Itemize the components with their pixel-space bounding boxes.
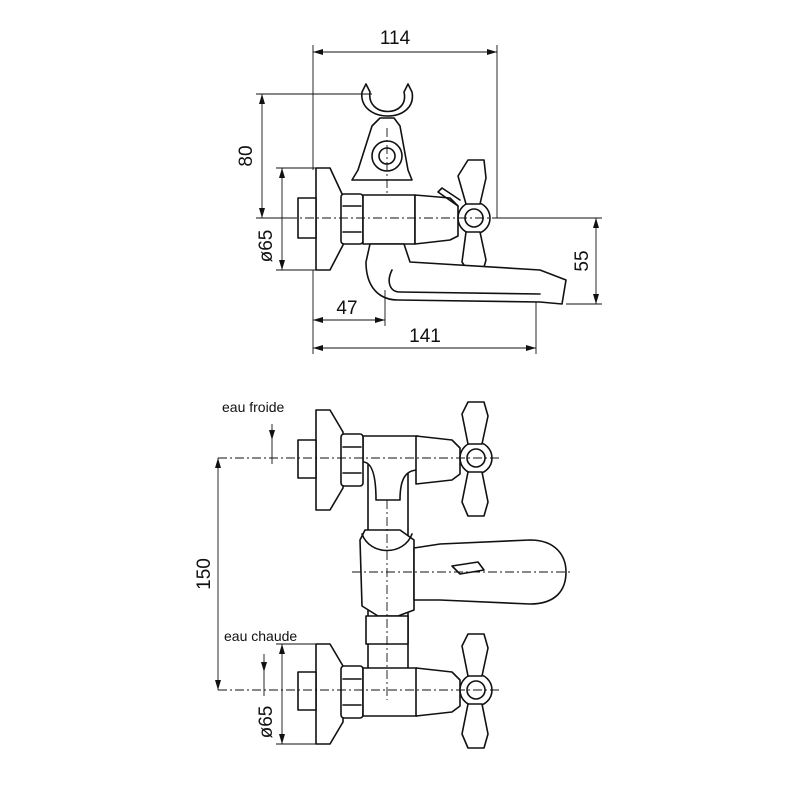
label-hot-water: eau chaude [224,628,297,644]
valve-housing-top [414,194,459,245]
side-view: 114 80 ø65 55 47 141 [236,28,602,354]
shower-clip [361,83,413,117]
wall-flange-cold [315,409,344,511]
cross-handle-up [457,159,487,205]
cross-handle-hot-up [461,633,489,677]
cross-handle-cold-down [461,471,489,517]
dim-141: 141 [409,326,441,347]
label-cold-water: eau froide [222,399,284,415]
hex-nut-top [340,193,364,245]
front-view: eau froide eau chaude 150 ø65 [194,399,572,749]
dim-diameter-bottom: ø65 [256,706,277,739]
cross-handle-cold-up [461,401,489,445]
valve-housing-hot [415,667,461,717]
spout-lever [451,561,485,575]
shower-cradle [361,533,413,552]
valve-housing-cold [415,435,461,485]
hex-nut-cold [340,433,364,487]
bath-spout [365,243,567,305]
inlet-nipple-hot [297,671,317,711]
dim-47: 47 [336,298,357,319]
dim-diameter-top: ø65 [256,230,277,263]
wall-flange-hot [315,643,344,745]
wall-flange-top [315,167,344,271]
mixer-body-top [362,194,416,245]
dim-80: 80 [236,145,257,166]
dim-114: 114 [380,28,411,49]
inlet-nipple-cold [297,439,317,479]
cross-handle-hot-down [461,703,489,749]
hex-nut-hot [340,665,364,719]
dim-150: 150 [194,558,215,590]
dim-55: 55 [572,250,593,271]
